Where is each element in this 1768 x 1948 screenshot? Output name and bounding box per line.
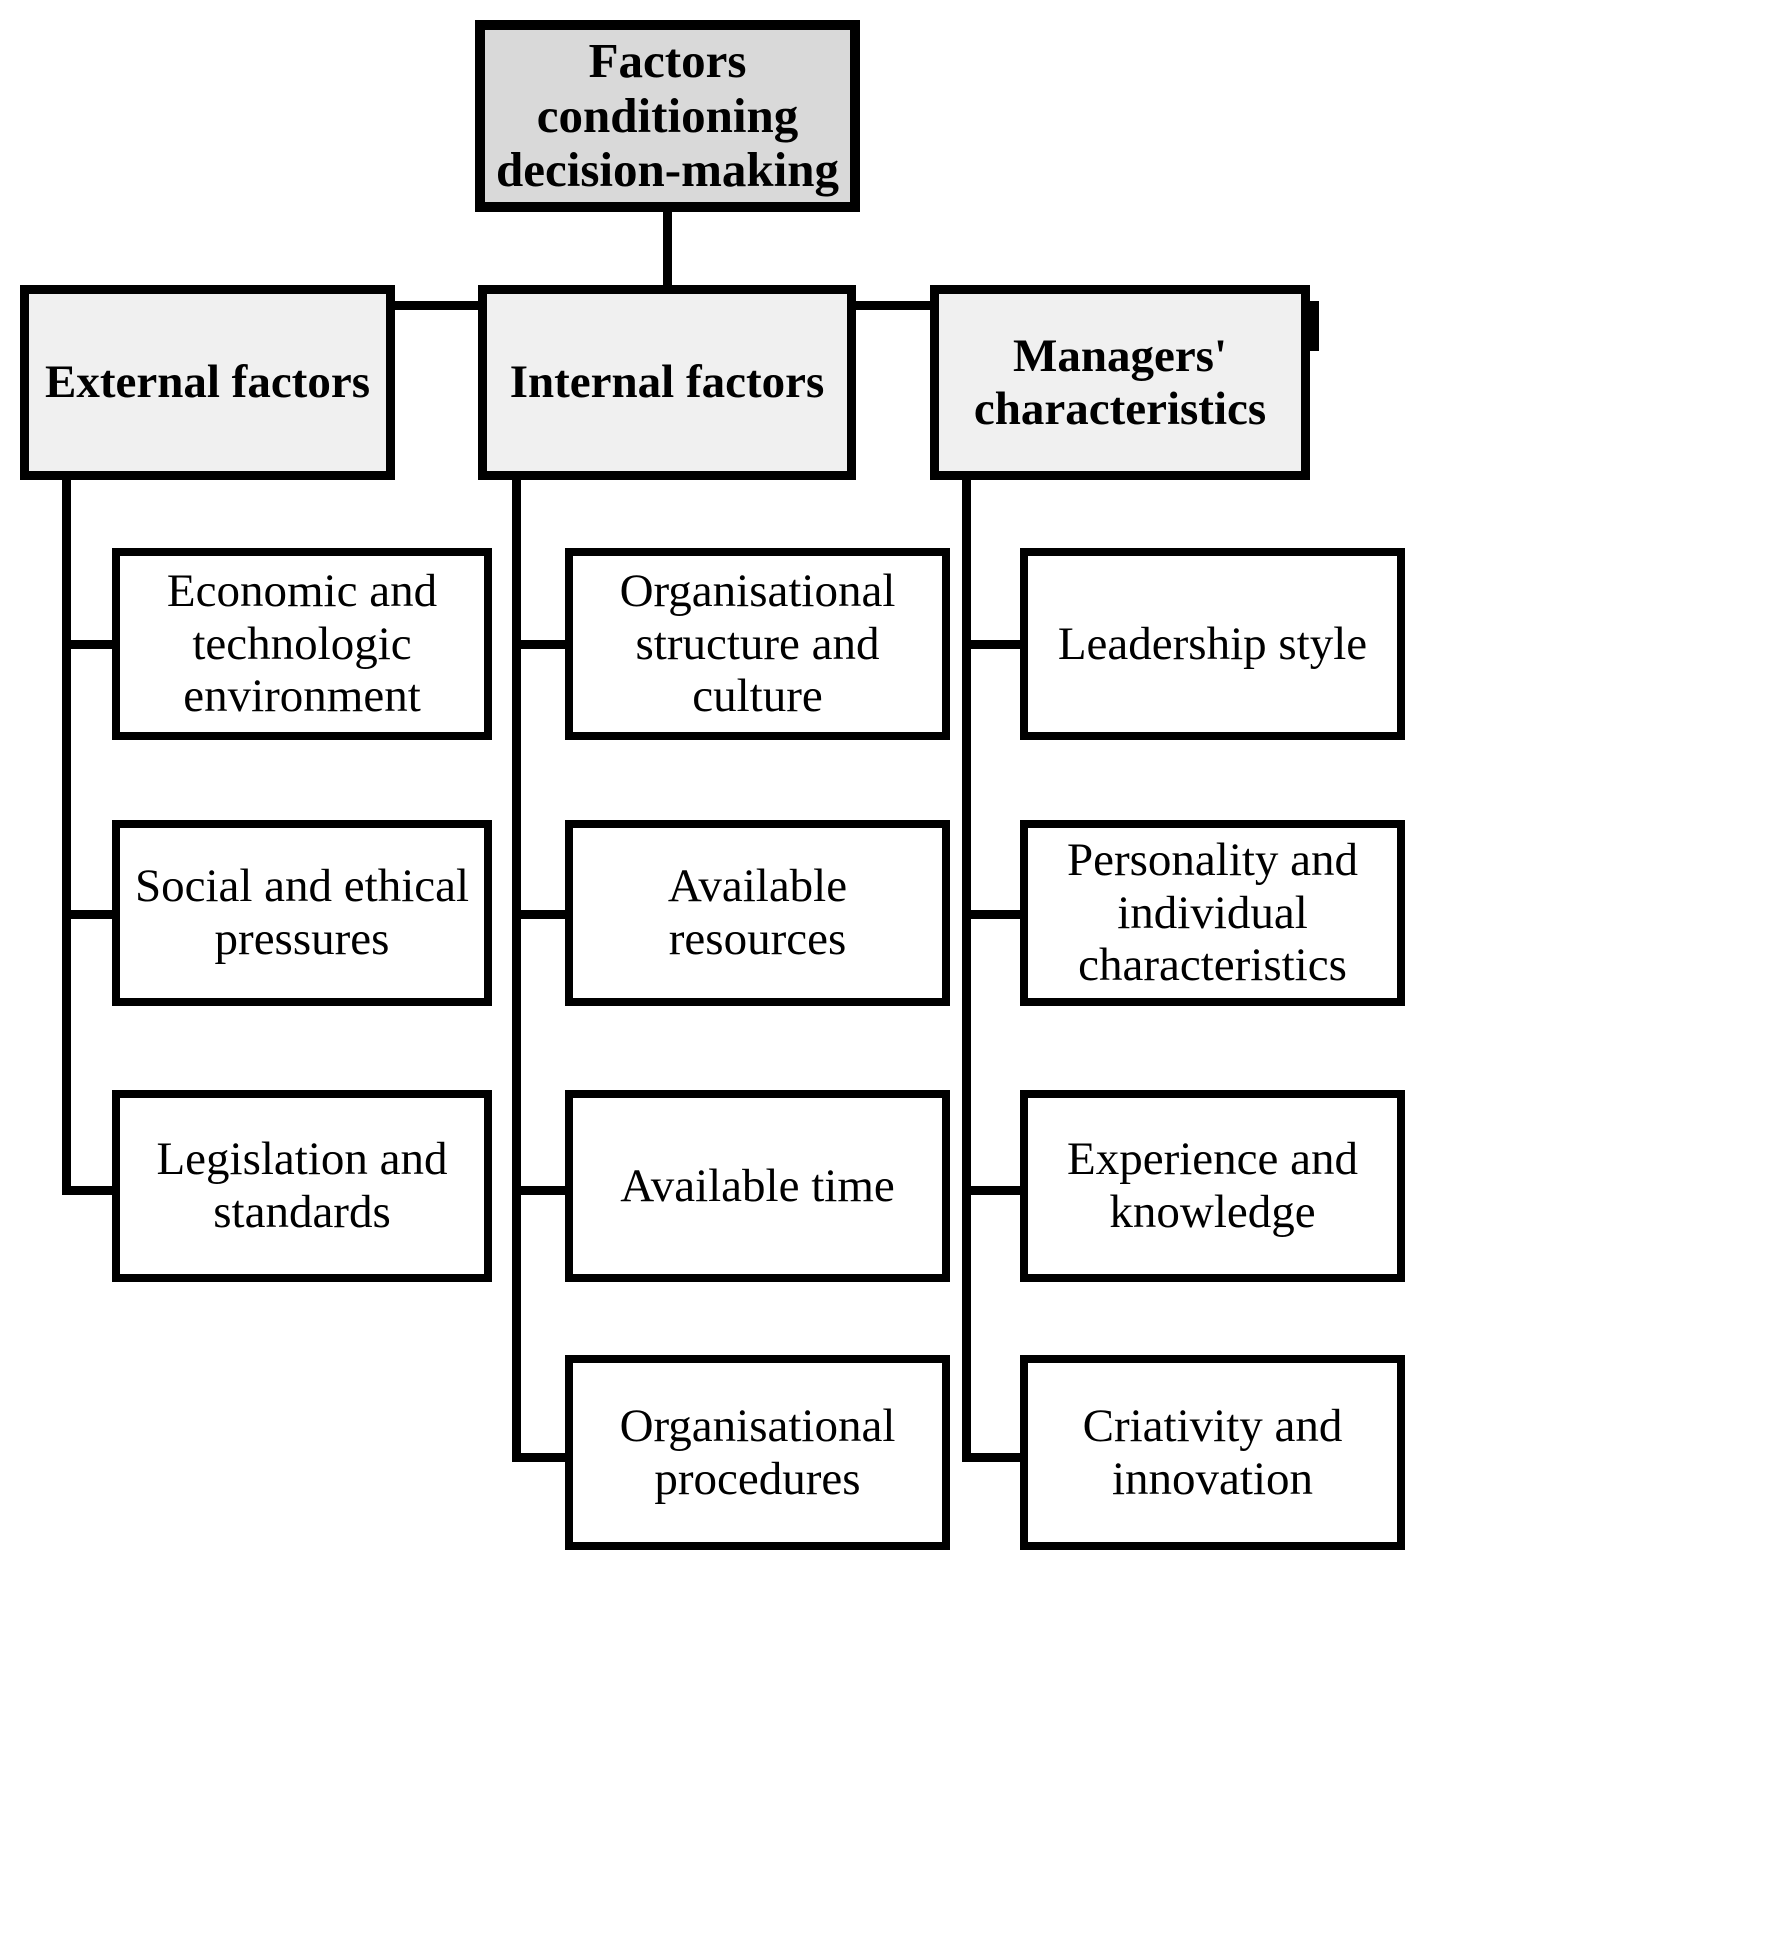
edge-root-stem [663,210,672,310]
leaf-node-personality-and-individual-characteristics[interactable]: Personality and individual characteristi… [1020,820,1405,1006]
edge-stub-managers-1 [962,640,1024,649]
category-label-managers-characteristics: Managers' characteristics [973,329,1267,435]
edge-stub-managers-3 [962,1186,1024,1195]
leaf-node-economic-and-technologic-environment[interactable]: Economic and technologic environment [112,548,492,740]
edge-stub-internal-2 [512,910,570,919]
category-node-external-factors[interactable]: External factors [20,285,395,480]
leaf-label-experience-and-knowledge: Experience and knowledge [1067,1133,1358,1238]
leaf-node-social-and-ethical-pressures[interactable]: Social and ethical pressures [112,820,492,1006]
leaf-label-economic-and-technologic-environment: Economic and technologic environment [166,565,438,723]
leaf-node-organisational-procedures[interactable]: Organisational procedures [565,1355,950,1550]
leaf-label-organisational-structure-and-culture: Organisational structure and culture [619,565,896,723]
leaf-label-available-resources: Available resources [667,860,848,965]
category-label-external-factors: External factors [45,356,370,409]
root-node-label: Factors conditioning decision-making [495,32,840,198]
leaf-label-personality-and-individual-characteristics: Personality and individual characteristi… [1066,834,1359,992]
edge-stub-internal-1 [512,640,570,649]
leaf-node-leadership-style[interactable]: Leadership style [1020,548,1405,740]
edge-stub-external-3 [62,1186,118,1195]
root-node-factors-conditioning-decision-making[interactable]: Factors conditioning decision-making [475,20,860,212]
leaf-node-available-time[interactable]: Available time [565,1090,950,1282]
leaf-label-organisational-procedures: Organisational procedures [619,1399,896,1505]
leaf-node-available-resources[interactable]: Available resources [565,820,950,1006]
leaf-label-criativity-and-innovation: Criativity and innovation [1082,1399,1343,1505]
category-node-managers-characteristics[interactable]: Managers' characteristics [930,285,1310,480]
edge-stub-external-2 [62,910,118,919]
leaf-node-legislation-and-standards[interactable]: Legislation and standards [112,1090,492,1282]
leaf-label-social-and-ethical-pressures: Social and ethical pressures [134,860,470,965]
edge-stub-managers-4 [962,1453,1024,1462]
category-label-internal-factors: Internal factors [509,356,825,409]
edge-drop-managers [1310,301,1319,351]
edge-spine-internal [512,472,521,1462]
category-node-internal-factors[interactable]: Internal factors [478,285,856,480]
edge-stub-external-1 [62,640,118,649]
edge-stub-internal-3 [512,1186,570,1195]
leaf-node-experience-and-knowledge[interactable]: Experience and knowledge [1020,1090,1405,1282]
edge-stub-internal-4 [512,1453,570,1462]
leaf-label-leadership-style: Leadership style [1057,617,1368,670]
edge-spine-managers [962,472,971,1462]
leaf-node-organisational-structure-and-culture[interactable]: Organisational structure and culture [565,548,950,740]
leaf-label-legislation-and-standards: Legislation and standards [156,1133,448,1238]
leaf-label-available-time: Available time [620,1159,895,1212]
edge-spine-external [62,472,71,1195]
leaf-node-criativity-and-innovation[interactable]: Criativity and innovation [1020,1355,1405,1550]
edge-stub-managers-2 [962,910,1024,919]
